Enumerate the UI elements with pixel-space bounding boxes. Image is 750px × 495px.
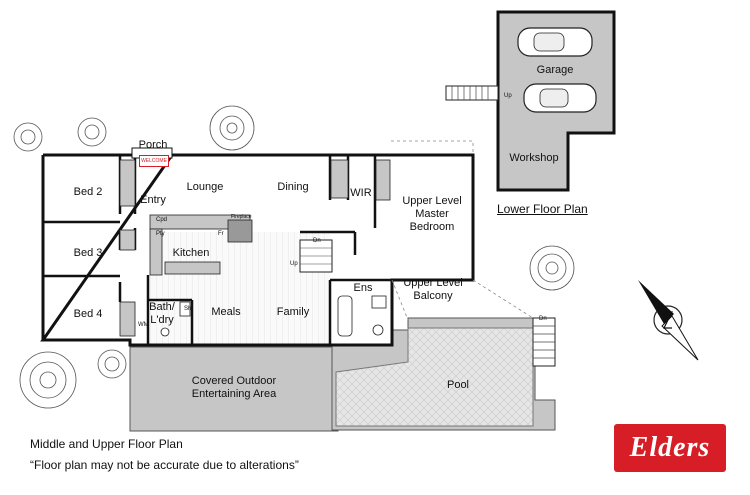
toilet (372, 324, 384, 336)
room-label-workshop: Workshop (509, 152, 559, 164)
toilet (160, 327, 170, 337)
room-label-meals: Meals (211, 306, 241, 318)
room-label-master-2: Master (415, 208, 449, 220)
logo-text: Elders (629, 432, 711, 463)
fixture-label-pty: Pty (156, 231, 165, 237)
car-icon (523, 83, 597, 113)
tree-icon (529, 245, 575, 291)
fixture-label-fr: Fr (218, 231, 224, 237)
robe (119, 229, 136, 251)
room-label-dining: Dining (277, 181, 309, 193)
vanity (371, 295, 387, 309)
room-label-bed4: Bed 4 (73, 308, 103, 320)
roof-outline (391, 140, 474, 155)
tree-icon (209, 105, 255, 151)
elders-logo: Elders (614, 424, 726, 472)
middle-upper-title: Middle and Upper Floor Plan (30, 437, 183, 451)
kitchen-island (164, 261, 221, 275)
room-label-master-1: Upper Level (402, 195, 462, 207)
fixture-label-sh: Sh (184, 306, 192, 312)
robe (119, 301, 136, 337)
room-label-ens: Ens (353, 282, 373, 294)
room-label-kitchen: Kitchen (172, 247, 210, 259)
main-house (40, 153, 475, 347)
shower (179, 301, 191, 317)
stair-label-dn-deck: Dn (539, 316, 547, 322)
internal-stairs (299, 239, 333, 273)
stair-label-up-lower: Up (504, 93, 512, 99)
room-label-family: Family (276, 306, 310, 318)
room-label-bath-2: L'dry (150, 314, 174, 326)
north-arrow-icon (638, 280, 699, 361)
stair-label-dn: Dn (313, 238, 321, 244)
room-label-bed3: Bed 3 (73, 247, 103, 259)
stair-label-up: Up (290, 261, 298, 267)
welcome-mat: WELCOME (139, 155, 169, 167)
room-label-outdoor-2: Entertaining Area (191, 388, 277, 400)
tree-icon (19, 351, 77, 409)
tree-icon (13, 122, 43, 152)
robe (119, 159, 136, 207)
room-label-balcony-2: Balcony (413, 290, 453, 302)
room-label-wir: WIR (350, 187, 372, 199)
kitchen-bench (149, 228, 163, 276)
room-label-master-3: Bedroom (409, 221, 455, 233)
balcony-outline (391, 279, 409, 321)
room-label-entry: Entry (140, 194, 166, 206)
bath-tub (337, 295, 353, 337)
fireplace (227, 219, 253, 243)
room-label-garage: Garage (536, 64, 574, 76)
wir-shelf (375, 159, 391, 201)
tree-icon (77, 117, 107, 147)
lower-floor-plan (445, 10, 616, 192)
lower-floor-title: Lower Floor Plan (497, 202, 588, 216)
car-icon (517, 27, 593, 57)
room-label-balcony-1: Upper Level (403, 277, 463, 289)
room-label-pool: Pool (446, 379, 470, 391)
fixture-label-cpd: Cpd (156, 217, 168, 223)
wir-shelf (330, 159, 349, 199)
room-label-bath-1: Bath/ (149, 301, 175, 313)
tree-icon (97, 349, 127, 379)
room-label-bed2: Bed 2 (73, 186, 103, 198)
covered-outdoor-area (129, 346, 339, 432)
fixture-label-fireplace: Fireplace (231, 214, 252, 220)
room-label-lounge: Lounge (186, 181, 224, 193)
fixture-label-wm: WM (138, 322, 149, 328)
room-label-outdoor-1: Covered Outdoor (191, 375, 277, 387)
room-label-porch: Porch (138, 139, 168, 151)
disclaimer: “Floor plan may not be accurate due to a… (30, 458, 299, 472)
